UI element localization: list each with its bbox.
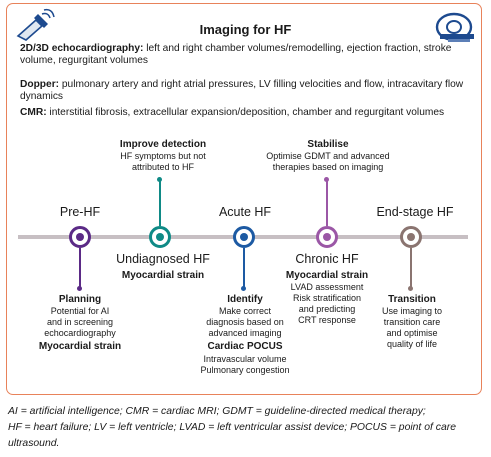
connector-acute [243, 248, 245, 288]
figure-frame [6, 3, 482, 395]
mri-scanner-icon [435, 12, 474, 42]
identify-pocus: Cardiac POCUS [207, 341, 283, 352]
connector-endstage [410, 248, 412, 288]
improve-title: Improve detection [119, 139, 207, 150]
stabilise-title: Stabilise [307, 139, 349, 150]
stage-node-acute [233, 226, 255, 248]
planning-strain: Myocardial strain [38, 341, 122, 352]
stage-label-prehf: Pre-HF [59, 205, 101, 219]
connector-tip-acute [241, 286, 246, 291]
footnote: AI = artificial intelligence; CMR = card… [8, 406, 456, 449]
chronic-strain: Myocardial strain [285, 270, 369, 281]
figure-title: Imaging for HF [199, 22, 292, 37]
undiagnosed-strain: Myocardial strain [121, 270, 205, 281]
connector-tip-endstage [408, 286, 413, 291]
transition-title: Transition [388, 294, 436, 305]
stage-node-undiagnosed [149, 226, 171, 248]
identify-title: Identify [227, 294, 263, 305]
connector-tip-chronic [324, 177, 329, 182]
connector-tip-prehf [77, 286, 82, 291]
stage-label-acute: Acute HF [218, 205, 272, 219]
stage-node-prehf [69, 226, 91, 248]
planning-title: Planning [58, 294, 102, 305]
modality-doppler: Dopper: pulmonary artery and right atria… [20, 79, 464, 102]
modality-echo: 2D/3D echocardiography: left and right c… [20, 43, 452, 66]
stage-node-endstage [400, 226, 422, 248]
stage-label-chronic: Chronic HF [295, 252, 359, 266]
connector-tip-undiagnosed [157, 177, 162, 182]
stage-node-chronic [316, 226, 338, 248]
connector-undiagnosed [159, 180, 161, 226]
connector-chronic [326, 180, 328, 226]
stage-label-undiagnosed: Undiagnosed HF [116, 252, 210, 266]
ultrasound-probe-icon [16, 8, 55, 41]
connector-prehf [79, 248, 81, 288]
stage-label-endstage: End-stage HF [376, 205, 454, 219]
modality-cmr: CMR: interstitial fibrosis, extracellula… [20, 107, 445, 118]
